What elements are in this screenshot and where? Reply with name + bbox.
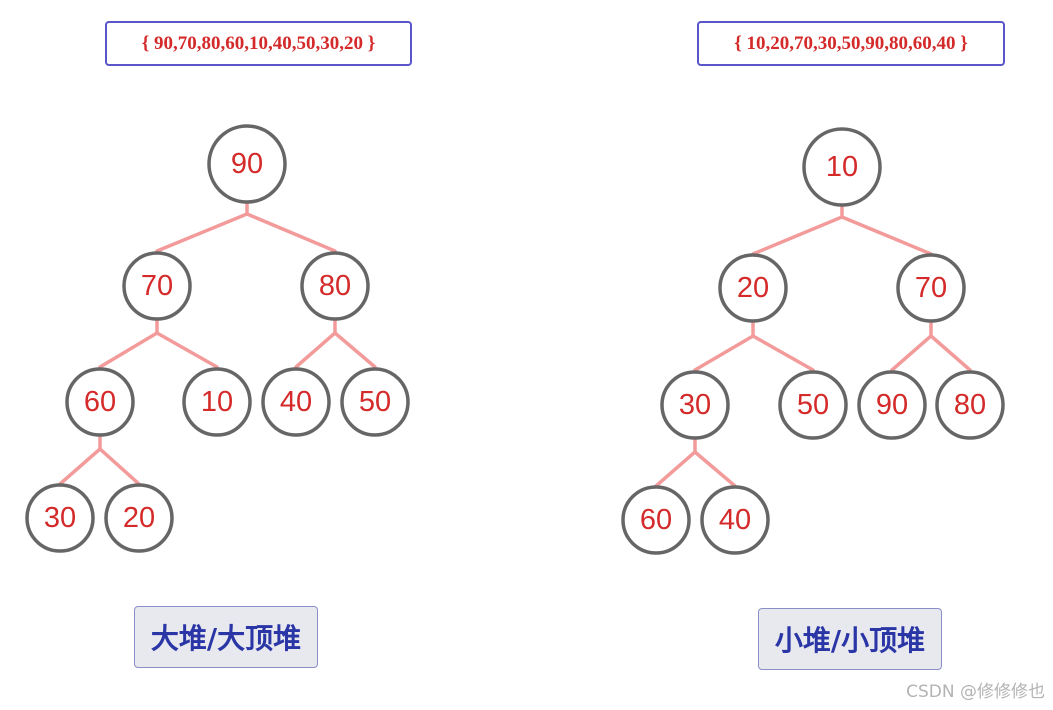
edge — [98, 318, 159, 369]
node-value: 80 — [954, 389, 986, 421]
node-value: 50 — [359, 386, 391, 418]
tree-node: 30 — [25, 483, 95, 553]
node-value: 60 — [640, 504, 672, 536]
tree-node: 60 — [621, 485, 691, 555]
min-heap-caption: 小堆/小顶堆 — [758, 608, 942, 670]
tree-node: 90 — [857, 370, 927, 440]
edge — [693, 321, 755, 372]
edge — [333, 331, 377, 369]
tree-node: 40 — [700, 485, 770, 555]
node-value: 30 — [44, 502, 76, 534]
tree-node: 20 — [104, 483, 174, 553]
node-value: 20 — [737, 272, 769, 304]
edge — [840, 215, 933, 256]
edge — [929, 334, 972, 372]
edge — [751, 334, 815, 372]
max-heap-caption: 大堆/大顶堆 — [134, 606, 318, 668]
node-value: 40 — [280, 386, 312, 418]
max-heap-array-label: { 90,70,80,60,10,40,50,30,20 } — [105, 21, 412, 66]
tree-node: 40 — [261, 367, 331, 437]
tree-node: 70 — [896, 253, 966, 323]
edge — [751, 202, 844, 256]
tree-node: 30 — [660, 370, 730, 440]
node-value: 40 — [719, 504, 751, 536]
edge — [58, 434, 102, 486]
edge — [155, 331, 219, 369]
node-value: 90 — [876, 389, 908, 421]
node-value: 80 — [319, 270, 351, 302]
node-value: 10 — [826, 151, 858, 183]
tree-node: 50 — [340, 367, 410, 437]
tree-node: 70 — [122, 251, 192, 321]
edge — [155, 199, 249, 253]
tree-node: 50 — [778, 370, 848, 440]
min-heap-array-label: { 10,20,70,30,50,90,80,60,40 } — [697, 21, 1005, 66]
node-value: 50 — [797, 389, 829, 421]
node-value: 90 — [231, 148, 263, 180]
edge — [294, 318, 337, 369]
tree-node: 80 — [935, 370, 1005, 440]
tree-node: 10 — [802, 127, 882, 207]
tree-node: 60 — [65, 367, 135, 437]
tree-node: 10 — [182, 367, 252, 437]
watermark: CSDN @修修修也 — [906, 682, 1045, 702]
max-heap-edges — [58, 199, 377, 486]
min-heap-edges — [654, 202, 972, 488]
tree-node: 20 — [718, 253, 788, 323]
node-value: 70 — [141, 270, 173, 302]
tree-node: 90 — [207, 124, 287, 204]
min-heap-nodes: 10 20 70 30 50 90 80 60 — [621, 127, 1005, 555]
edge — [245, 212, 337, 253]
tree-node: 80 — [300, 251, 370, 321]
edge — [98, 447, 141, 486]
edge — [693, 450, 737, 488]
node-value: 20 — [123, 502, 155, 534]
edge — [654, 437, 697, 488]
node-value: 60 — [84, 386, 116, 418]
max-heap-nodes: 90 70 80 60 10 40 50 30 — [25, 124, 410, 553]
node-value: 30 — [679, 389, 711, 421]
node-value: 70 — [915, 272, 947, 304]
edge — [890, 321, 933, 372]
node-value: 10 — [201, 386, 233, 418]
